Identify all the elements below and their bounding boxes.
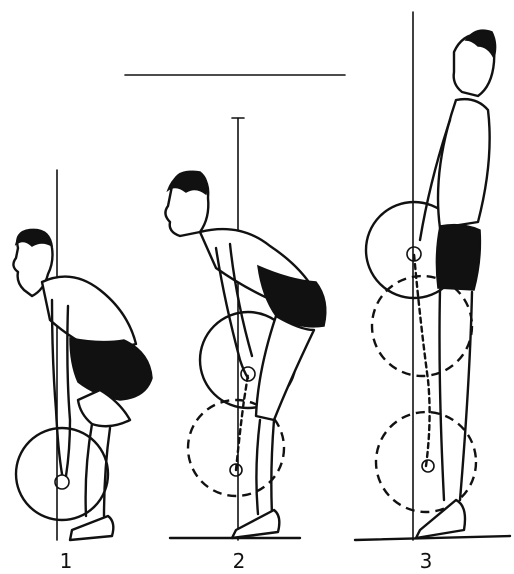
phase-1-shorts <box>70 338 152 400</box>
phase-2-shoe <box>232 510 279 538</box>
phase-3-torso <box>438 99 490 228</box>
phase-3-shoe <box>416 500 465 538</box>
phase-2-figure <box>165 118 325 540</box>
phase-3-bar-path <box>414 254 430 466</box>
phase-3-figure <box>366 12 496 540</box>
phase-1-label: 1 <box>60 549 73 573</box>
phase-3-shorts <box>436 225 480 290</box>
phase-1-shoe <box>70 516 113 540</box>
phase-2-thigh <box>256 316 314 420</box>
phase-2-label: 2 <box>233 549 246 573</box>
phase-3-label: 3 <box>420 549 433 573</box>
phase-1-figure <box>13 170 152 540</box>
